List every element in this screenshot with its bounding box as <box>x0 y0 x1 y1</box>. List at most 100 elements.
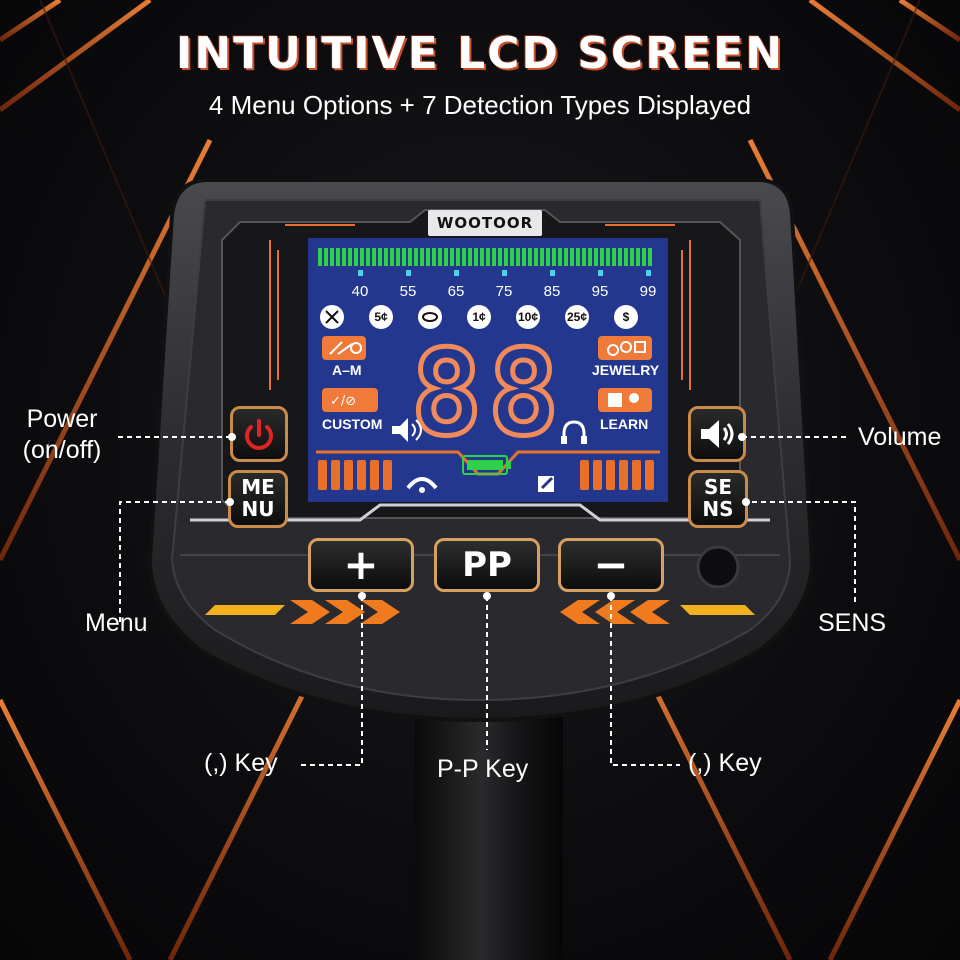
signal-segment <box>450 248 454 266</box>
mode-custom: ✓/⊘ CUSTOM <box>322 388 382 432</box>
signal-segment <box>570 248 574 266</box>
signal-segment <box>516 248 520 266</box>
depth-bar <box>580 460 589 490</box>
page-title: INTUITIVE LCD SCREEN <box>175 28 785 79</box>
signal-strength-bar <box>318 248 652 266</box>
scale-tick <box>406 270 411 276</box>
signal-segment <box>462 248 466 266</box>
battery-icon <box>462 455 511 475</box>
signal-segment <box>384 248 388 266</box>
signal-segment <box>426 248 430 266</box>
callout-minus-key: (,) Key <box>688 749 762 777</box>
signal-segment <box>636 248 640 266</box>
bottle-cap-icon <box>418 305 442 329</box>
signal-segment <box>486 248 490 266</box>
mode-jewelry-label: JEWELRY <box>592 362 660 378</box>
svg-text:5¢: 5¢ <box>374 310 388 324</box>
coin-icon: 25¢ <box>565 305 589 329</box>
signal-segment <box>630 248 634 266</box>
svg-text:10¢: 10¢ <box>518 310 538 324</box>
display-value: 88 <box>411 324 565 462</box>
coin-icon: 1¢ <box>467 305 491 329</box>
signal-segment <box>330 248 334 266</box>
depth-bar <box>318 460 327 490</box>
depth-bar <box>619 460 628 490</box>
signal-segment <box>582 248 586 266</box>
target-id-icons: 5¢ 1¢ 10¢ 25¢ $ <box>320 305 638 329</box>
depth-bar <box>383 460 392 490</box>
brand-plate: WOOTOOR <box>428 210 542 236</box>
signal-segment <box>600 248 604 266</box>
signal-segment <box>642 248 646 266</box>
mode-jewelry: JEWELRY <box>592 336 660 378</box>
signal-segment <box>408 248 412 266</box>
signal-segment <box>588 248 592 266</box>
nail-icon <box>320 305 344 329</box>
signal-segment <box>498 248 502 266</box>
signal-segment <box>624 248 628 266</box>
speaker-icon <box>392 418 422 442</box>
signal-segment <box>438 248 442 266</box>
signal-segment <box>390 248 394 266</box>
svg-text:$: $ <box>623 310 630 324</box>
signal-segment <box>552 248 556 266</box>
signal-segment <box>504 248 508 266</box>
depth-bar <box>606 460 615 490</box>
scale-tick <box>598 270 603 276</box>
mode-all-metal-label: A–M <box>332 362 362 378</box>
battery-level <box>467 460 503 470</box>
signal-segment <box>528 248 532 266</box>
scale-number: 55 <box>400 283 417 300</box>
pp-key[interactable]: PP <box>434 538 540 592</box>
signal-segment <box>618 248 622 266</box>
svg-text:1¢: 1¢ <box>472 310 486 324</box>
callout-pp-key: P-P Key <box>437 755 529 783</box>
signal-segment <box>558 248 562 266</box>
signal-segment <box>474 248 478 266</box>
scale-number: 99 <box>640 283 657 300</box>
callout-menu: Menu <box>85 609 148 637</box>
depth-bar <box>645 460 654 490</box>
signal-segment <box>318 248 322 266</box>
coin-icon: 10¢ <box>516 305 540 329</box>
depth-bars-right <box>580 460 654 490</box>
sens-button-label-bottom: NS <box>702 497 734 521</box>
signal-segment <box>354 248 358 266</box>
signal-segment <box>444 248 448 266</box>
plus-key-label: + <box>343 540 379 589</box>
sens-button-label-top: SE <box>703 475 733 499</box>
callout-volume: Volume <box>858 423 942 451</box>
signal-segment <box>576 248 580 266</box>
scale-tick <box>358 270 363 276</box>
power-icon <box>245 419 273 450</box>
depth-bars-left <box>318 460 392 490</box>
signal-segment <box>594 248 598 266</box>
signal-segment <box>432 248 436 266</box>
depth-bar <box>331 460 340 490</box>
minus-key[interactable]: − <box>558 538 664 592</box>
signal-segment <box>468 248 472 266</box>
signal-segment <box>510 248 514 266</box>
callout-sens: SENS <box>818 609 887 637</box>
signal-segment <box>420 248 424 266</box>
svg-text:25¢: 25¢ <box>567 310 587 324</box>
scale-number: 75 <box>496 283 513 300</box>
signal-segment <box>492 248 496 266</box>
scale-number: 85 <box>544 283 561 300</box>
volume-button[interactable] <box>688 406 746 462</box>
plus-key[interactable]: + <box>308 538 414 592</box>
scale-tick <box>454 270 459 276</box>
signal-segment <box>648 248 652 266</box>
scale-tick <box>502 270 507 276</box>
signal-segment <box>534 248 538 266</box>
signal-segment <box>540 248 544 266</box>
signal-segment <box>372 248 376 266</box>
coin-icon: $ <box>614 305 638 329</box>
shovel-icon <box>538 476 554 492</box>
scale-tick <box>550 270 555 276</box>
mode-custom-label: CUSTOM <box>322 416 382 432</box>
pinpoint-icon <box>406 477 438 493</box>
signal-segment <box>396 248 400 266</box>
